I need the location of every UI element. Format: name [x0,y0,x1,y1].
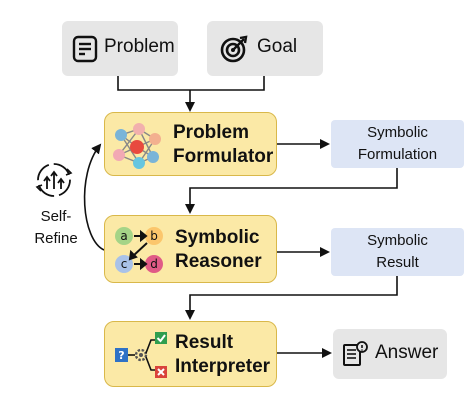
arrow-result-to-interpreter [185,276,398,320]
self-refine-label: Self- Refine [30,206,82,250]
answer-box: Answer [333,329,447,379]
arrow-formulation-to-reasoner [185,168,398,214]
symbolic-result-box: Symbolic Result [331,228,464,276]
goal-input-box: Goal [207,21,323,76]
formulator-title: Problem Formulator [173,121,273,169]
node-c: c [121,257,128,271]
decision-icon: ? [115,332,167,378]
node-b: b [150,229,158,243]
arrow-self-refine [83,143,105,251]
formulator-line2: Formulator [173,146,274,167]
svg-text:?: ? [118,349,124,362]
answer-label: Answer [375,342,439,363]
node-a: a [120,229,127,243]
graph-icon: a b c d [115,227,163,273]
formulation-line2: Formulation [357,146,438,163]
document-icon [72,35,98,63]
formulator-line1: Problem [173,122,250,143]
symbolic-formulation-box: Symbolic Formulation [331,120,464,168]
target-icon [220,35,248,63]
result-line2: Result [376,254,419,271]
reasoner-line2: Reasoner [175,251,262,272]
node-d: d [150,257,158,271]
result-line1: Symbolic [367,232,428,249]
problem-label: Problem [104,36,175,57]
problem-formulator-box: Problem Formulator [104,112,277,176]
arrow-problem-down [117,76,190,91]
refine-line2: Refine [34,230,78,247]
interpreter-line1: Result [175,332,234,353]
arrow-goal-down [190,76,265,91]
result-interpreter-box: ? Result Interpreter [104,321,277,387]
interpreter-title: Result Interpreter [175,331,270,379]
symbolic-reasoner-box: a b c d Symbolic Reasoner [104,215,277,283]
reasoner-title: Symbolic Reasoner [175,226,262,274]
reasoner-line1: Symbolic [175,227,260,248]
report-icon [343,341,368,366]
network-icon [113,123,161,169]
refresh-cycle-icon [35,163,73,197]
interpreter-line2: Interpreter [175,356,271,377]
goal-label: Goal [257,36,298,57]
refine-line1: Self- [40,208,72,225]
problem-input-box: Problem [62,21,178,76]
formulation-line1: Symbolic [367,124,428,141]
